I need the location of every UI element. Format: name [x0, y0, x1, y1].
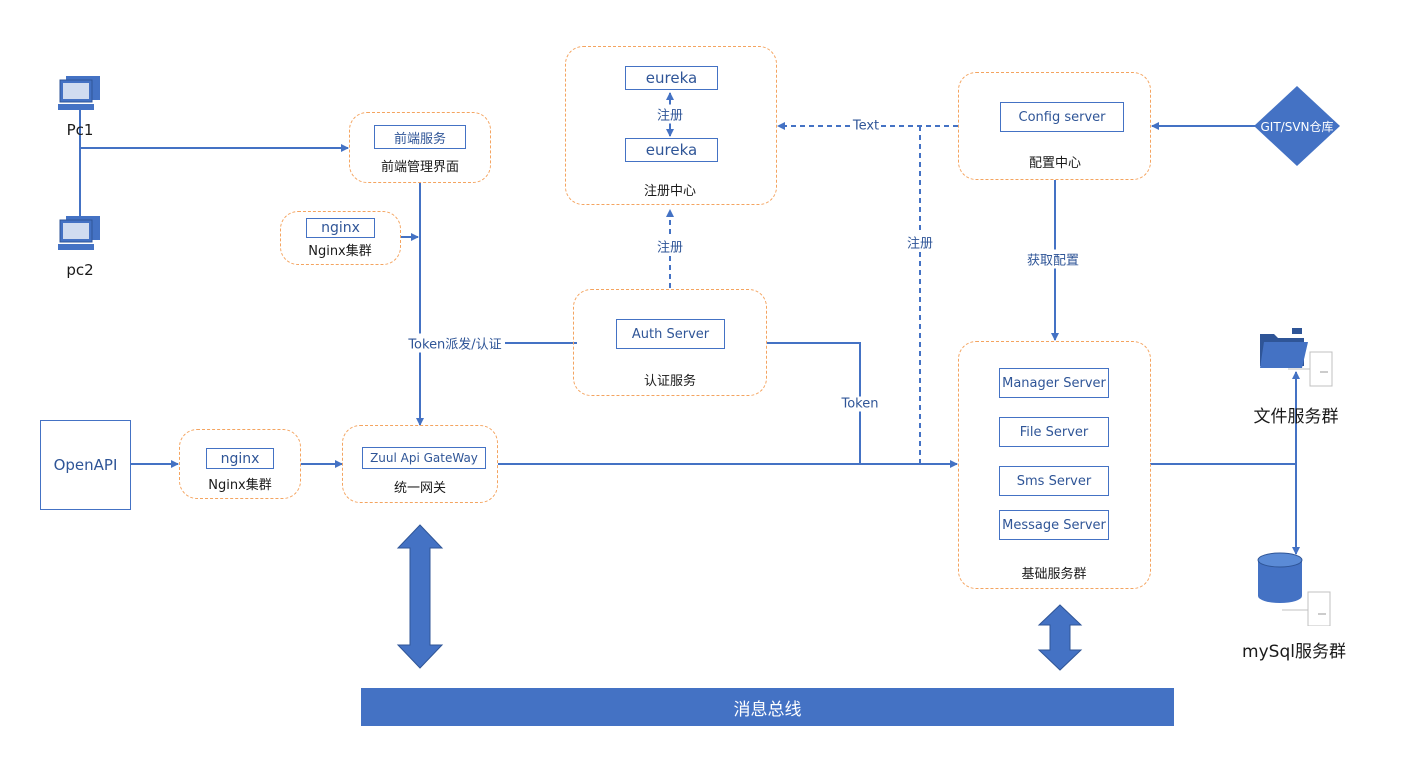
auth-to-base-token-line: [767, 342, 861, 464]
eureka-register-label: 注册: [655, 104, 685, 124]
nginx-bottom-label: Nginx集群: [208, 478, 272, 493]
database-server-icon: [1257, 552, 1331, 626]
folder-server-icon: [1260, 328, 1333, 387]
gateway-group: [342, 425, 498, 503]
nginx-top-group: [280, 211, 401, 265]
auth-service-label: 认证服务: [643, 374, 697, 389]
sms-server-box: Sms Server: [999, 466, 1109, 496]
pc1-label: Pc1: [66, 121, 94, 139]
message-bus: 消息总线: [361, 688, 1174, 726]
frontend-group: [349, 112, 491, 183]
gateway-bus-double-arrow: [396, 524, 444, 669]
register-config-edge-label: 注册: [905, 232, 935, 252]
get-config-edge-label: 获取配置: [1025, 249, 1081, 269]
gateway-label: 统一网关: [393, 481, 447, 496]
pc2-computer-icon: [58, 216, 100, 250]
auth-server-box: Auth Server: [616, 319, 725, 349]
manager-server-box: Manager Server: [999, 368, 1109, 398]
nginx-top-label: Nginx集群: [308, 244, 372, 259]
frontend-service-box: 前端服务: [374, 125, 466, 149]
openapi-box: OpenAPI: [40, 420, 131, 510]
base-services-label: 基础服务群: [1021, 567, 1087, 582]
mysql-group-label: mySql服务群: [1242, 642, 1346, 662]
pc1-computer-icon: [58, 76, 100, 110]
eureka-bottom-box: eureka: [625, 138, 718, 162]
text-edge-label: Text: [851, 118, 881, 134]
registry-center-label: 注册中心: [643, 184, 697, 199]
registry-center-group: [565, 46, 777, 205]
token-issue-edge-label: Token派发/认证: [407, 333, 503, 353]
config-center-label: 配置中心: [1028, 156, 1082, 171]
git-repo-label: GIT/SVN仓库: [1260, 120, 1334, 134]
config-server-box: Config server: [1000, 102, 1124, 132]
nginx-bottom-group: [179, 429, 301, 499]
auth-service-group: [573, 289, 767, 396]
nginx-bottom-box: nginx: [206, 448, 274, 469]
frontend-ui-label: 前端管理界面: [380, 160, 460, 175]
git-repo-diamond: [1254, 86, 1340, 166]
config-center-group: [958, 72, 1151, 180]
base-services-group: [958, 341, 1151, 589]
file-server-box: File Server: [999, 417, 1109, 447]
gateway-box: Zuul Api GateWay: [362, 447, 486, 469]
file-service-group-label: 文件服务群: [1253, 407, 1339, 427]
base-bus-double-arrow: [1037, 604, 1083, 671]
eureka-top-box: eureka: [625, 66, 718, 90]
token-edge-label: Token: [840, 396, 880, 412]
message-server-box: Message Server: [999, 510, 1109, 540]
nginx-top-box: nginx: [306, 218, 375, 238]
pc2-label: pc2: [66, 261, 94, 279]
register-auth-edge-label: 注册: [655, 236, 685, 256]
